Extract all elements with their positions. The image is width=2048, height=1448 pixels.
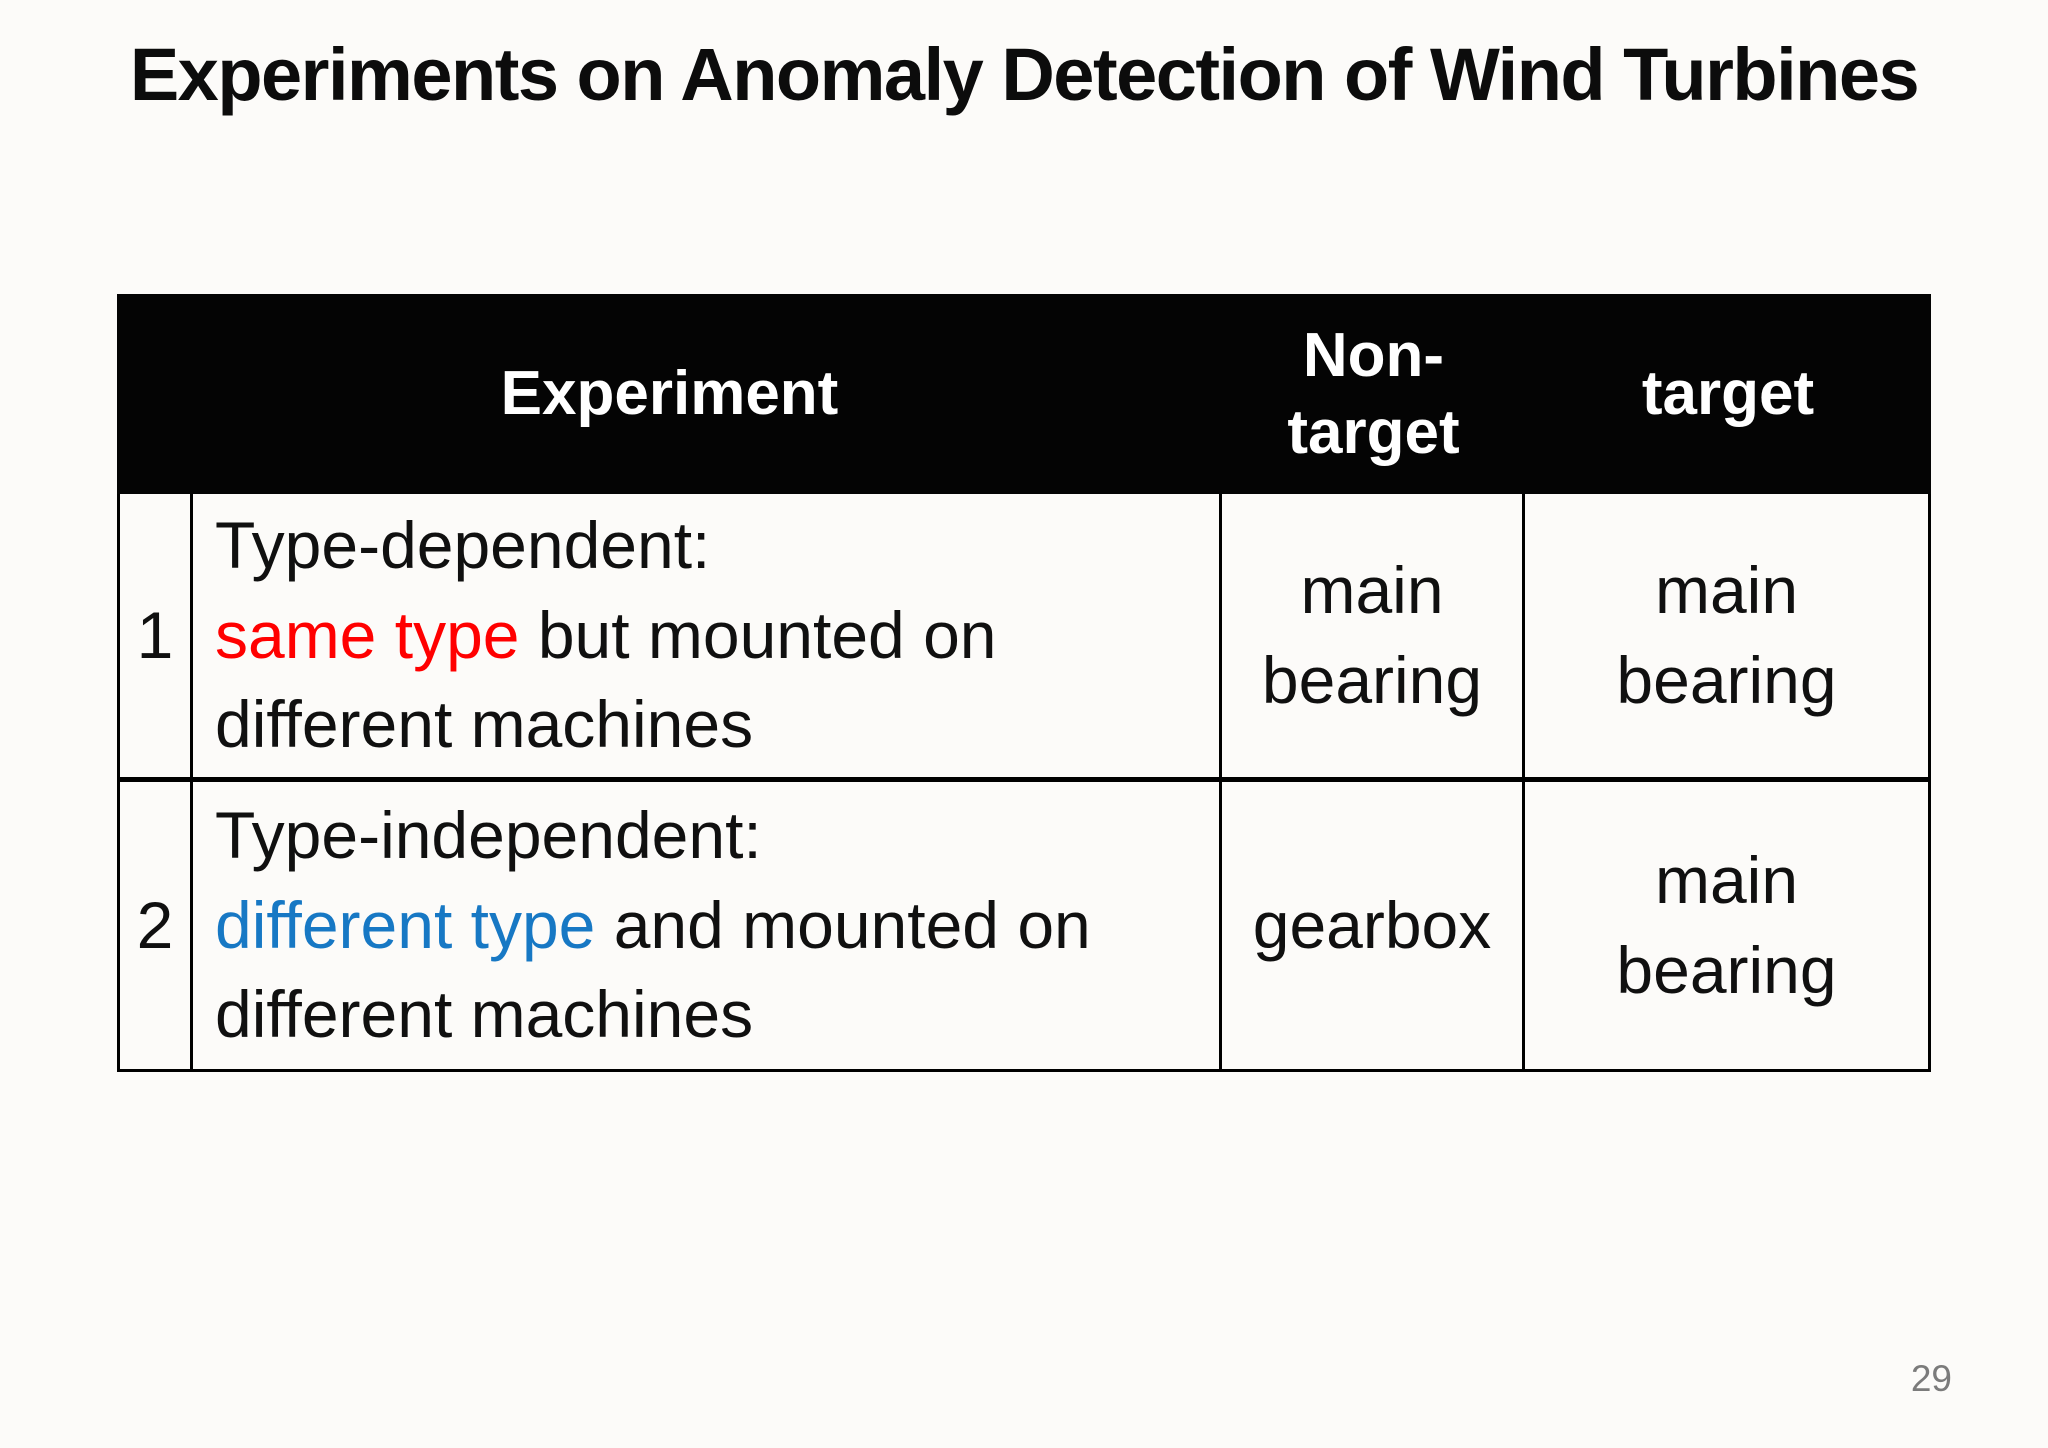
description-rest: and mounted on: [595, 887, 1091, 962]
experiment-description-text: Type-dependent: same type but mounted on…: [215, 501, 997, 770]
description-line: different machines: [215, 687, 754, 762]
header-cell-experiment: Experiment: [117, 294, 1222, 494]
experiment-description-text: Type-independent: different type and mou…: [215, 791, 1091, 1060]
experiment-description-cell: Type-independent: different type and mou…: [193, 782, 1222, 1072]
slide-title: Experiments on Anomaly Detection of Wind…: [129, 33, 1920, 116]
experiment-description-cell: Type-dependent: same type but mounted on…: [193, 494, 1222, 782]
description-line: same type but mounted on: [215, 591, 997, 681]
header-cell-non-target: Non-target: [1222, 294, 1525, 494]
row-number-cell: 2: [117, 782, 193, 1072]
target-cell: main bearing: [1525, 494, 1931, 782]
row-number-cell: 1: [117, 494, 193, 782]
header-cell-target: target: [1525, 294, 1931, 494]
experiments-table: Experiment Non-target target 1 Type-depe…: [117, 294, 1931, 1072]
non-target-cell: main bearing: [1222, 494, 1525, 782]
description-line: Type-independent:: [215, 797, 762, 872]
highlighted-phrase: different type: [215, 887, 596, 962]
description-line: different machines: [215, 977, 754, 1052]
description-line: Type-dependent:: [215, 507, 711, 582]
page-number: 29: [1910, 1358, 1952, 1399]
non-target-cell: gearbox: [1222, 782, 1525, 1072]
description-rest: but mounted on: [519, 597, 997, 672]
target-cell: main bearing: [1525, 782, 1931, 1072]
description-line: different type and mounted on: [215, 881, 1091, 971]
highlighted-phrase: same type: [215, 597, 520, 672]
